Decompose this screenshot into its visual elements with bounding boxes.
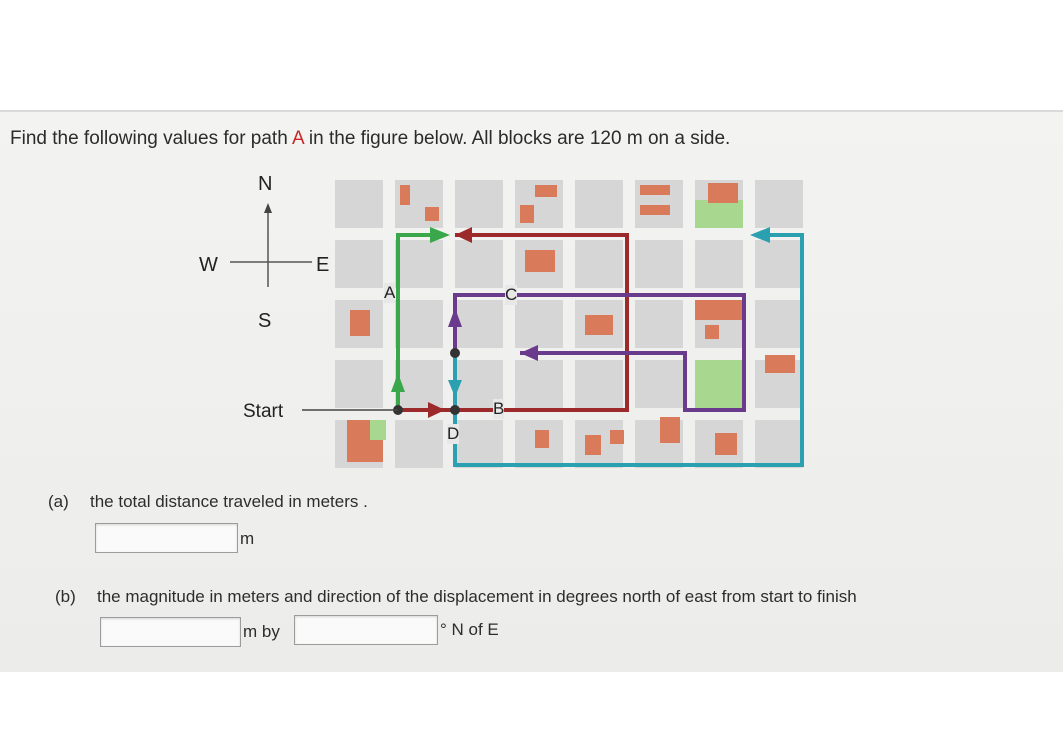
- direction-input[interactable]: [294, 615, 438, 645]
- compass-east: E: [316, 254, 330, 276]
- magnitude-unit: m by: [243, 622, 280, 641]
- path-a-up-arrow-icon: [391, 373, 405, 392]
- city-map: [335, 180, 804, 468]
- node-dot: [450, 405, 460, 415]
- path-c: [453, 293, 746, 412]
- compass-south: S: [258, 310, 272, 332]
- path-label-c: C: [505, 285, 518, 305]
- compass-west: W: [199, 254, 218, 276]
- path-a: [396, 233, 442, 410]
- start-label: Start: [243, 401, 284, 422]
- path-label-b: B: [493, 399, 505, 419]
- distance-unit: m: [240, 529, 255, 548]
- part-b-text: the magnitude in meters and direction of…: [97, 587, 857, 606]
- part-a-text: the total distance traveled in meters .: [90, 492, 368, 511]
- divider: [0, 110, 1063, 112]
- buildings: [347, 183, 795, 462]
- question-prefix: Find the following values for path: [10, 128, 293, 149]
- path-c-arrow-icon: [520, 345, 538, 361]
- path-a-arrow-icon: [430, 227, 450, 243]
- magnitude-input[interactable]: [100, 617, 241, 647]
- question-suffix: in the figure below. All blocks are 120 …: [303, 128, 731, 149]
- compass-north: N: [258, 173, 273, 195]
- path-letter: A: [292, 128, 304, 149]
- part-b-label: (b): [55, 587, 76, 606]
- path-d-arrow-icon: [750, 227, 770, 243]
- path-b-mid-arrow-icon: [428, 402, 445, 418]
- start-leader-line: [302, 409, 398, 411]
- path-label-a: A: [384, 283, 396, 303]
- direction-unit: ° N of E: [440, 620, 499, 639]
- question-text: Find the following values for path A in …: [10, 128, 730, 150]
- path-d-down-arrow-icon: [448, 380, 462, 397]
- path-b: [398, 233, 629, 412]
- path-b-arrow-icon: [455, 227, 472, 243]
- node-dot: [450, 348, 460, 358]
- distance-input[interactable]: [95, 523, 238, 553]
- compass-rose-icon: [230, 203, 312, 287]
- path-c-up-arrow-icon: [448, 308, 462, 327]
- path-label-d: D: [447, 424, 460, 444]
- part-a-label: (a): [48, 492, 69, 511]
